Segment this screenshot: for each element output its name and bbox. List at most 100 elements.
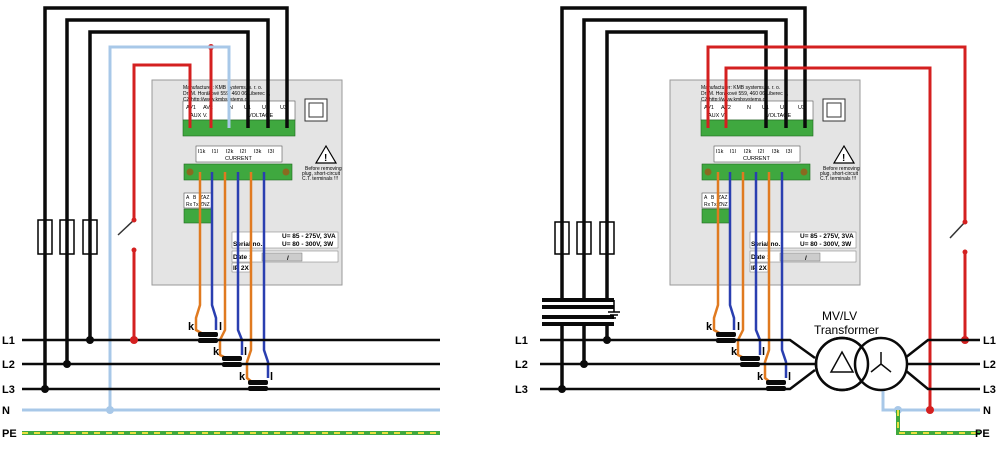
warning-line-2: plug, short-circuit	[302, 171, 341, 177]
terminal-i1k: I1k	[716, 149, 724, 155]
terminal-i1l: I1l	[212, 149, 218, 155]
terminal-u2: U2	[780, 105, 787, 111]
line-label-l3: L3	[983, 384, 996, 396]
bus-lines-lv	[904, 338, 980, 391]
terminal-tx: Tx	[193, 202, 199, 208]
ct-kl-labels-left: k l k l k l	[188, 321, 273, 383]
line-labels-right-right: L1 L2 L3 N PE	[975, 335, 996, 440]
mount-screw	[186, 168, 194, 176]
junctions-right	[558, 336, 611, 393]
pe-stripe	[897, 410, 980, 434]
terminal-a: A	[704, 195, 708, 201]
warning-icon	[832, 144, 856, 164]
line-label-l1: L1	[515, 335, 528, 347]
line-labels-right-left: L1 L2 L3	[515, 335, 528, 396]
voltage-label: VOLTAGE	[248, 113, 273, 119]
pe-line-right	[896, 410, 980, 435]
manufacturer-line-2: Dr. M. Horákové 559, 460 06 Liberec 7,	[701, 91, 788, 97]
left-diagram: Manufacturer: KMB systems, s. r. o. Dr. …	[2, 6, 440, 440]
spec-panel-right: U= 85 - 275V, 3VA U= 80 - 300V, 3W Seria…	[749, 231, 857, 273]
date-slash: /	[287, 255, 289, 262]
line-label-pe: PE	[975, 428, 990, 440]
terminal-rx: Rx	[186, 202, 193, 208]
ct-wires-left	[194, 172, 270, 383]
date-slash: /	[805, 255, 807, 262]
line-label-n: N	[983, 405, 991, 417]
line-label-l1: L1	[2, 335, 15, 347]
spec-u1: U= 85 - 275V, 3VA	[800, 233, 854, 240]
serial-label: Serial no.:	[233, 241, 264, 248]
top-terminal-block-left	[182, 119, 296, 137]
terminal-i1k: I1k	[198, 149, 206, 155]
date-label: Date :	[233, 254, 251, 261]
warning-icon	[314, 144, 338, 164]
terminal-zaz: ZAZ	[718, 195, 727, 201]
ct-l-label: l	[737, 321, 740, 333]
switch-icon	[117, 219, 135, 236]
manufacturer-line-3: CZ http://www.kmbsystems.cz	[701, 97, 768, 103]
ct-l-label: l	[788, 371, 791, 383]
aux-label: AUX V.	[708, 113, 726, 119]
comm-terminal-right: A B ZAZ Rx Tx ZNZ	[701, 192, 731, 224]
display-window-right	[822, 98, 846, 122]
aux-label: AUX V.	[190, 113, 208, 119]
mount-screw	[800, 168, 808, 176]
warning-line-1: Before removing	[823, 166, 860, 172]
warning-line-1: Before removing	[305, 166, 342, 172]
line-label-n: N	[2, 405, 10, 417]
manufacturer-line-2: Dr. M. Horákové 559, 460 06 Liberec 7,	[183, 91, 270, 97]
line-label-l3: L3	[515, 384, 528, 396]
current-terminal-labels-left: I1k I1l I2k I2l I3k I3l CURRENT	[195, 145, 283, 163]
ct-l-label: l	[219, 321, 222, 333]
ip-label: IP 2X	[233, 265, 249, 272]
transformer-icon	[814, 336, 909, 392]
ct-kl-labels-right: k l k l k l	[706, 321, 791, 383]
junctions-left	[41, 336, 138, 414]
top-terminal-labels-left: AV1 AV2 N U1 U2 U3 AUX V. VOLTAGE	[182, 100, 296, 121]
warning-line-3: C.T. terminals !!!	[302, 176, 338, 182]
terminal-zaz: ZAZ	[200, 195, 209, 201]
terminal-i2l: I2l	[240, 149, 246, 155]
spec-u2: U= 80 - 300V, 3W	[282, 241, 334, 248]
terminal-znz: ZNZ	[200, 202, 210, 208]
terminal-i3l: I3l	[786, 149, 792, 155]
manufacturer-text-left: Manufacturer: KMB systems, s. r. o. Dr. …	[183, 85, 270, 103]
terminal-a: A	[186, 195, 190, 201]
date-label: Date :	[751, 254, 769, 261]
ip-label: IP 2X	[751, 265, 767, 272]
terminal-i2k: I2k	[744, 149, 752, 155]
top-terminal-block-right	[700, 119, 814, 137]
mount-screw	[282, 168, 290, 176]
aux-wires-left	[132, 47, 213, 340]
transformer-label-line1: MV/LV	[822, 309, 857, 323]
terminal-rx: Rx	[704, 202, 711, 208]
line-labels-left: L1 L2 L3 N PE	[2, 335, 17, 440]
terminal-b: B	[711, 195, 715, 201]
line-label-l1: L1	[983, 335, 996, 347]
line-label-pe: PE	[2, 428, 17, 440]
spec-u2: U= 80 - 300V, 3W	[800, 241, 852, 248]
ct-k-label: k	[213, 346, 220, 358]
current-terminal-labels-right: I1k I1l I2k I2l I3k I3l CURRENT	[713, 145, 801, 163]
svg-text:!: !	[842, 153, 845, 164]
terminal-i2l: I2l	[758, 149, 764, 155]
ct-l-label: l	[244, 346, 247, 358]
ct-wires-right	[712, 172, 788, 383]
terminal-i3k: I3k	[254, 149, 262, 155]
terminal-b: B	[193, 195, 197, 201]
line-label-l2: L2	[2, 359, 15, 371]
n-line-right	[881, 388, 980, 412]
terminal-znz: ZNZ	[718, 202, 728, 208]
terminal-i2k: I2k	[226, 149, 234, 155]
warning-left: ! Before removing plug, short-circuit C.…	[302, 144, 342, 182]
line-label-l2: L2	[515, 359, 528, 371]
transformer-label: MV/LV Transformer	[814, 309, 879, 337]
ct-l-label: l	[270, 371, 273, 383]
right-diagram: Manufacturer: KMB systems, s. r. o. Dr. …	[515, 6, 996, 440]
comm-terminal-left: A B ZAZ Rx Tx ZNZ	[183, 192, 213, 224]
neutral-wire-left	[108, 45, 231, 410]
ct-k-label: k	[188, 321, 195, 333]
manufacturer-line-3: CZ http://www.kmbsystems.cz	[183, 97, 250, 103]
